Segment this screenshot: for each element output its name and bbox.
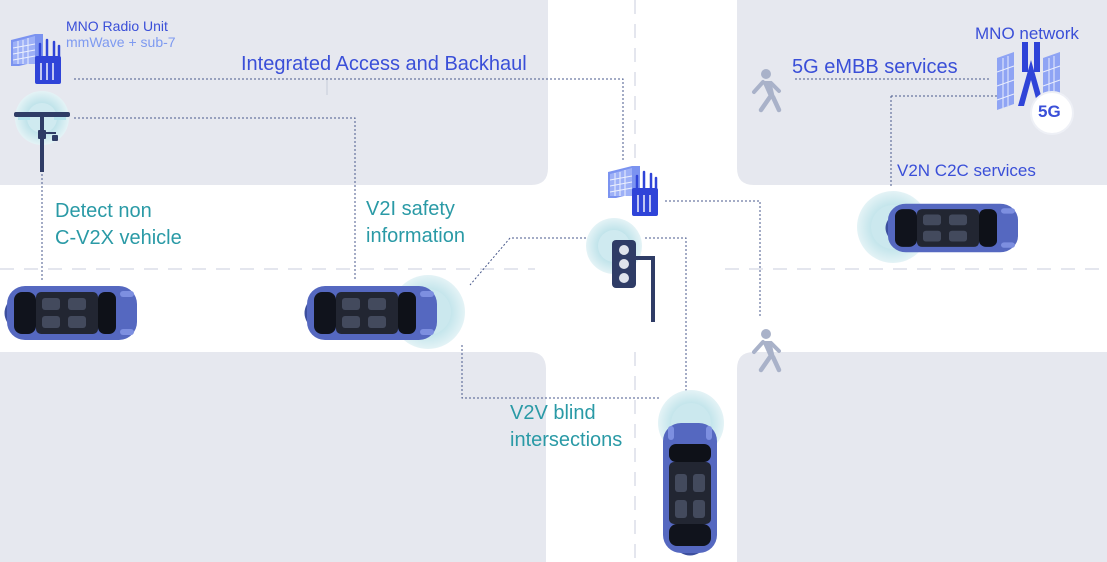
detect-label-line1: Detect non: [55, 200, 152, 222]
connector-lines: [41, 78, 1000, 399]
embb-label: 5G eMBB services: [792, 56, 958, 78]
v2i-label-line1: V2I safety: [366, 198, 455, 220]
v2i-label: V2I safety information: [366, 196, 465, 250]
badge-5g-label: 5G: [1038, 102, 1061, 121]
detect-label-line2: C-V2X vehicle: [55, 227, 182, 249]
v2v-label: V2V blind intersections: [510, 400, 622, 454]
v2n-label: V2N C2C services: [897, 161, 1036, 180]
car-icon: [4, 286, 137, 340]
street-light-icon: [14, 91, 70, 172]
detect-label: Detect non C-V2X vehicle: [55, 198, 182, 252]
badge-5g: [1030, 91, 1074, 135]
v2i-label-line2: information: [366, 225, 465, 247]
center-radio-unit-icon: [606, 164, 660, 218]
v2v-car: [658, 390, 724, 556]
radio-unit-title: MNO Radio Unit: [66, 18, 168, 34]
traffic-light-icon: [586, 218, 655, 322]
radio-unit-subtitle: mmWave + sub-7: [66, 34, 176, 50]
v2v-label-line1: V2V blind: [510, 402, 596, 424]
block-top-right: [737, 0, 1107, 185]
v2v-label-line2: intersections: [510, 429, 623, 451]
mno-network-label: MNO network: [975, 24, 1079, 43]
block-bottom-right: [737, 352, 1107, 562]
v2n-car: [857, 191, 1018, 263]
v2i-car: [304, 275, 465, 349]
block-bottom-left: [0, 352, 546, 562]
block-top-left: [0, 0, 548, 185]
iab-label: Integrated Access and Backhaul: [241, 53, 527, 75]
